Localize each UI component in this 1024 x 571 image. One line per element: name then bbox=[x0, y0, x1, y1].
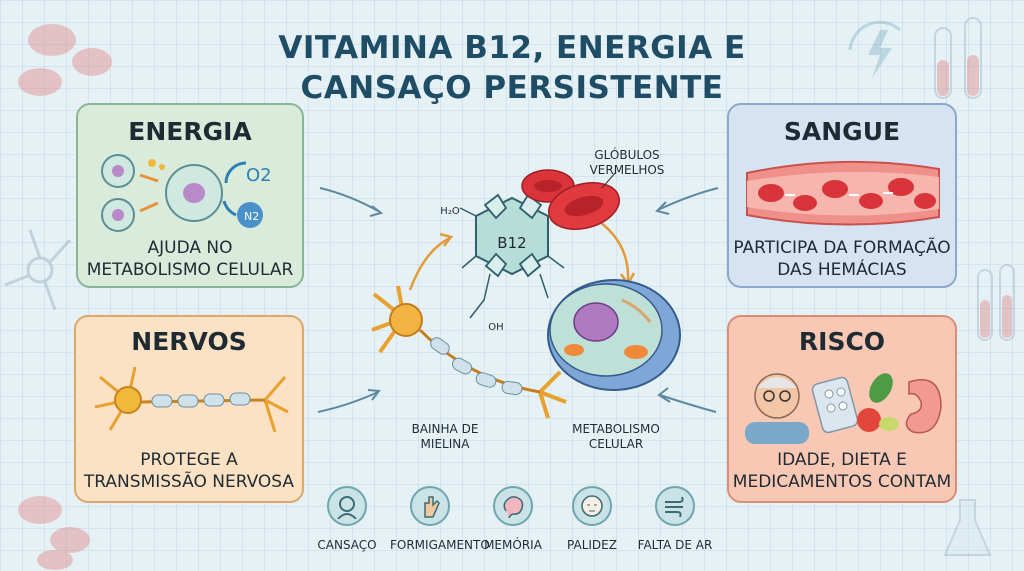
sangue-line2: DAS HEMÁCIAS bbox=[777, 260, 907, 280]
symptom-label: PALIDEZ bbox=[567, 538, 617, 552]
metab-line2: CELULAR bbox=[588, 437, 644, 451]
cell-icon bbox=[547, 279, 681, 391]
energia-line1: AJUDA NO bbox=[147, 238, 233, 258]
sangue-line1: PARTICIPA DA FORMAÇÃO bbox=[733, 238, 951, 258]
risco-line1: IDADE, DIETA E bbox=[777, 450, 907, 470]
b12-molecule-icon bbox=[459, 193, 567, 319]
sangue-text: PARTICIPA DA FORMAÇÃO DAS HEMÁCIAS bbox=[729, 237, 955, 281]
metab-line1: METABOLISMO bbox=[572, 422, 660, 436]
neuron-myelin-icon bbox=[371, 285, 567, 419]
energia-text: AJUDA NO METABOLISMO CELULAR bbox=[78, 237, 302, 281]
energia-line2: METABOLISMO CELULAR bbox=[86, 260, 294, 280]
symptom-label: FORMIGAMENTO bbox=[390, 538, 490, 552]
globulos-line2: VERMELHOS bbox=[589, 163, 665, 177]
cell-metabolism-icon: O2 N2 bbox=[101, 154, 272, 232]
nervos-text: PROTEGE A TRANSMISSÃO NERVOSA bbox=[76, 449, 302, 493]
symptom-cansaco: CANSAÇO bbox=[307, 486, 387, 552]
globulos-line1: GLÓBULOS bbox=[594, 148, 660, 162]
risco-text: IDADE, DIETA E MEDICAMENTOS CONTAM bbox=[729, 449, 955, 493]
symptom-memoria: MEMÓRIA bbox=[473, 486, 553, 552]
n2-label: N2 bbox=[244, 210, 259, 223]
h2o-label: H₂O bbox=[440, 206, 460, 217]
connector-arrows bbox=[317, 187, 719, 413]
elderly-man-icon bbox=[745, 373, 809, 444]
risk-factors-icon bbox=[745, 373, 942, 444]
sangue-title: SANGUE bbox=[783, 117, 901, 146]
bainha-line2: MIELINA bbox=[420, 437, 470, 451]
nervos-title: NERVOS bbox=[131, 327, 247, 356]
neuron-icon bbox=[94, 366, 289, 433]
pills-icon bbox=[811, 376, 859, 434]
bainha-line1: BAINHA DE bbox=[411, 422, 479, 436]
blood-vessel-icon bbox=[746, 160, 940, 226]
symptom-label: FALTA DE AR bbox=[637, 538, 713, 552]
arrow-nervos bbox=[317, 391, 379, 413]
red-blood-cells-icon bbox=[521, 169, 620, 230]
metabolismo-label: METABOLISMO CELULAR bbox=[566, 422, 666, 452]
pale-face-icon bbox=[572, 486, 612, 526]
energia-title: ENERGIA bbox=[128, 117, 252, 146]
globulos-label: GLÓBULOS VERMELHOS bbox=[582, 148, 672, 178]
arrow-risco bbox=[659, 394, 717, 413]
corner-test-tubes-icon bbox=[934, 17, 1015, 556]
symptom-formigamento: FORMIGAMENTO bbox=[390, 486, 490, 552]
wind-icon bbox=[655, 486, 695, 526]
brain-icon bbox=[493, 486, 533, 526]
b12-label: B12 bbox=[497, 234, 526, 252]
risco-title: RISCO bbox=[798, 327, 886, 356]
bainha-label: BAINHA DE MIELINA bbox=[400, 422, 490, 452]
corner-neuron-icon bbox=[4, 229, 72, 311]
food-icon bbox=[857, 373, 899, 432]
tired-face-icon bbox=[327, 486, 367, 526]
nervos-line2: TRANSMISSÃO NERVOSA bbox=[83, 472, 295, 492]
page-title: VITAMINA B12, ENERGIA E CANSAÇO PERSISTE… bbox=[278, 30, 746, 106]
symptom-palidez: PALIDEZ bbox=[552, 486, 632, 552]
risco-line2: MEDICAMENTOS CONTAM bbox=[732, 472, 952, 492]
symptom-label: CANSAÇO bbox=[317, 538, 377, 552]
risco-card: RISCO IDADE, DIETA E MEDICAMENTOS CONTAM bbox=[727, 315, 957, 503]
corner-blood-cells-icon bbox=[18, 24, 112, 570]
sangue-card: SANGUE PARTICIPA DA FORMAÇÃO DAS HEMÁCIA… bbox=[727, 103, 957, 288]
symptom-label: MEMÓRIA bbox=[484, 538, 542, 552]
nervos-card: NERVOS PROTEGE A TRANSMISSÃO NERVOSA bbox=[74, 315, 304, 503]
arrow-sangue bbox=[657, 187, 719, 211]
corner-energy-icon bbox=[848, 20, 902, 78]
nervos-line1: PROTEGE A bbox=[140, 450, 238, 470]
symptom-falta-de-ar: FALTA DE AR bbox=[635, 486, 715, 552]
tingling-hand-icon bbox=[410, 486, 450, 526]
arrow-energia bbox=[319, 187, 381, 213]
oh-label: OH bbox=[488, 322, 503, 333]
stomach-icon bbox=[905, 379, 942, 434]
energia-card: ENERGIA O2 N2 AJUDA NO METABOLISMO CELUL… bbox=[76, 103, 304, 288]
o2-label: O2 bbox=[246, 165, 272, 186]
